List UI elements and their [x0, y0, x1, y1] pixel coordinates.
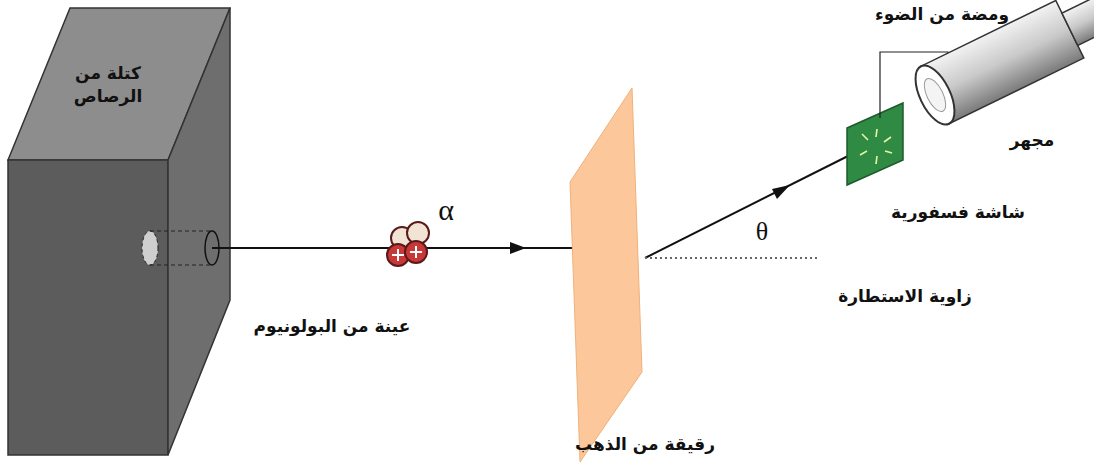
part-label: رقيقة من الذهب [575, 434, 715, 454]
scattered-ray [645, 151, 858, 258]
reference-line [645, 257, 818, 259]
lead-block-front [8, 160, 168, 455]
part-label: ومضة من الضوء [875, 4, 1009, 24]
lead-block-label-box: كتلة من الرصاص [58, 62, 158, 112]
symbol-label: α [438, 193, 454, 227]
gold-foil [570, 88, 642, 462]
channel-edge [150, 265, 212, 266]
light-flash [860, 129, 892, 164]
part-label: مجهر [1010, 130, 1055, 150]
part-label: زاوية الاستطارة [838, 286, 972, 306]
part-label: كتلة من الرصاص [58, 62, 158, 108]
symbol-label: θ [756, 217, 768, 247]
phosphor-screen [847, 103, 903, 185]
part-label: عينة من البولونيوم [254, 316, 411, 336]
source-cavity [142, 231, 158, 265]
beam-arrowhead [510, 242, 526, 254]
alpha-particle [387, 222, 429, 266]
ray-arrowhead [772, 185, 790, 199]
part-label: شاشة فسفورية [891, 202, 1025, 222]
channel-edge [150, 231, 212, 232]
